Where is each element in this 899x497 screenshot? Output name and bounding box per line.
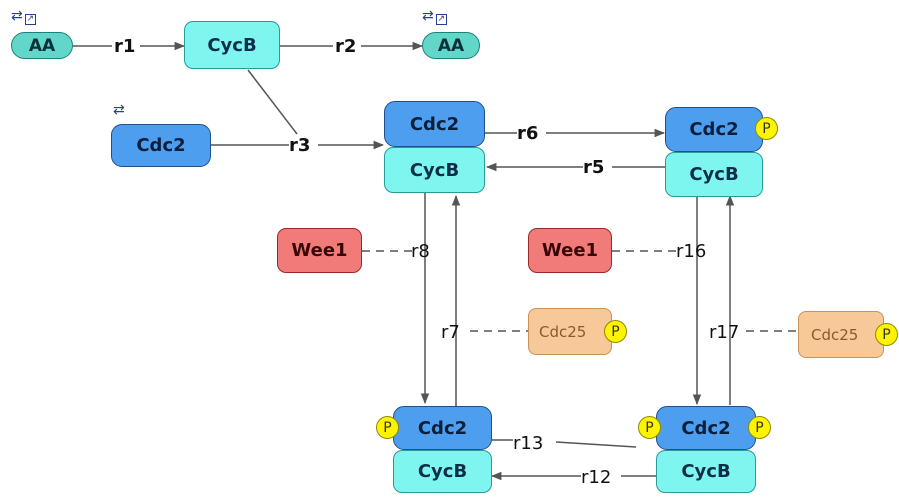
source-sink-icons-right: ⇄↗ bbox=[422, 9, 447, 25]
phospho-site: P bbox=[638, 416, 661, 439]
species-wee1-left[interactable]: Wee1 bbox=[277, 228, 362, 273]
phospho-site: P bbox=[376, 416, 399, 439]
complex1-cdc2[interactable]: Cdc2 bbox=[384, 101, 485, 147]
cycle-arrow-icon: ⇄ bbox=[422, 8, 434, 24]
complex4-cdc2[interactable]: Cdc2 bbox=[656, 406, 756, 450]
reaction-label-r17[interactable]: r17 bbox=[709, 322, 739, 343]
species-wee1-right[interactable]: Wee1 bbox=[528, 228, 612, 273]
cdc25-label: Cdc25 bbox=[811, 325, 859, 344]
expand-square-icon[interactable]: ↗ bbox=[24, 14, 36, 25]
source-sink-icons-left: ⇄↗ bbox=[11, 9, 36, 25]
complex3-cycb[interactable]: CycB bbox=[393, 450, 492, 493]
species-cdc2-free[interactable]: Cdc2 bbox=[111, 124, 211, 167]
complex-cdc2p-cycb-2[interactable]: Cdc2 CycB P bbox=[665, 107, 778, 197]
species-cdc25-left[interactable]: Cdc25 P bbox=[528, 308, 627, 355]
complex3-cdc2[interactable]: Cdc2 bbox=[393, 406, 492, 450]
reaction-label-r1[interactable]: r1 bbox=[114, 36, 135, 57]
species-cycb-top[interactable]: CycB bbox=[184, 21, 280, 69]
species-aa-right[interactable]: AA bbox=[422, 32, 480, 59]
phospho-site: P bbox=[604, 320, 627, 343]
reaction-label-r7[interactable]: r7 bbox=[441, 322, 460, 343]
edge-r13-right bbox=[555, 441, 637, 448]
reaction-label-r5[interactable]: r5 bbox=[583, 157, 604, 178]
cdc2-source-icon: ⇄ bbox=[113, 103, 125, 117]
reaction-label-r6[interactable]: r6 bbox=[517, 123, 538, 144]
phospho-site: P bbox=[748, 416, 771, 439]
reaction-label-r16[interactable]: r16 bbox=[676, 241, 706, 262]
phospho-site: P bbox=[755, 117, 778, 140]
cycle-arrow-icon: ⇄ bbox=[11, 8, 23, 24]
species-aa-left[interactable]: AA bbox=[11, 32, 73, 59]
complex4-cycb[interactable]: CycB bbox=[656, 450, 756, 493]
cdc25-label: Cdc25 bbox=[539, 322, 587, 341]
complex2-cdc2[interactable]: Cdc2 bbox=[665, 107, 763, 152]
cycle-arrow-icon: ⇄ bbox=[113, 102, 125, 118]
complex1-cycb[interactable]: CycB bbox=[384, 147, 485, 193]
edge-r3-cycb bbox=[247, 69, 298, 135]
reaction-label-r8[interactable]: r8 bbox=[411, 241, 430, 262]
complex2-cycb[interactable]: CycB bbox=[665, 152, 763, 197]
expand-square-icon[interactable]: ↗ bbox=[435, 14, 447, 25]
complex-cdc2p-cycb-3[interactable]: Cdc2 CycB P bbox=[376, 406, 492, 493]
reaction-label-r2[interactable]: r2 bbox=[335, 36, 356, 57]
reaction-label-r13[interactable]: r13 bbox=[513, 433, 543, 454]
reaction-label-r3[interactable]: r3 bbox=[289, 135, 310, 156]
complex-cdc2-cycb-1[interactable]: Cdc2 CycB bbox=[384, 101, 485, 193]
complex-cdc2pp-cycb-4[interactable]: Cdc2 CycB P P bbox=[638, 406, 771, 493]
reaction-label-r12[interactable]: r12 bbox=[581, 467, 611, 488]
species-cdc25-right[interactable]: Cdc25 P bbox=[798, 311, 898, 358]
phospho-site: P bbox=[875, 323, 898, 346]
